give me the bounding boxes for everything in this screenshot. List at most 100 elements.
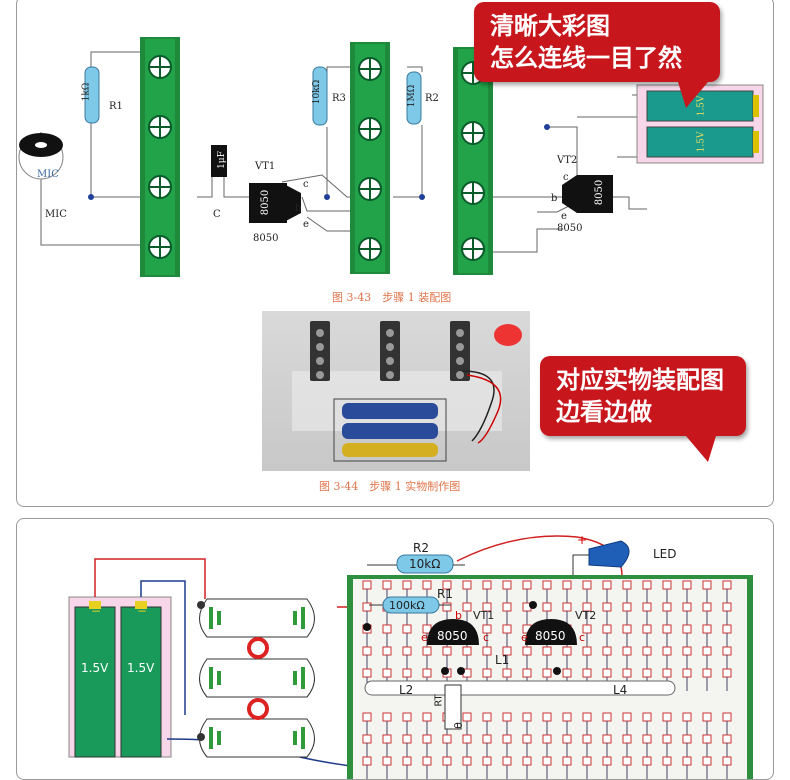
- perfboard-hole: [502, 734, 512, 744]
- perfboard-hole: [622, 734, 632, 744]
- perfboard-hole: [722, 712, 732, 722]
- perfboard-hole: [362, 668, 372, 678]
- perfboard-hole: [682, 712, 692, 722]
- perfboard-hole: [662, 712, 672, 722]
- perfboard-hole: [642, 668, 652, 678]
- capacitor-c: [211, 145, 227, 177]
- perfboard-hole: [582, 712, 592, 722]
- perfboard-hole: [622, 580, 632, 590]
- perfboard-hole: [682, 646, 692, 656]
- perfboard-hole: [562, 646, 572, 656]
- vt2-pin-c: c: [563, 172, 569, 183]
- perfboard-hole: [482, 756, 492, 766]
- perfboard-hole: [682, 602, 692, 612]
- perfboard-hole: [722, 734, 732, 744]
- perfboard-hole: [542, 646, 552, 656]
- perfboard-hole: [382, 734, 392, 744]
- vt1-label: VT1: [255, 161, 276, 172]
- vt2-pin-e: e: [561, 211, 567, 222]
- perfboard-hole: [502, 602, 512, 612]
- transistor-vt1-icon: [249, 183, 301, 223]
- terminal-block-3: [453, 47, 493, 275]
- perfboard-hole: [402, 580, 412, 590]
- perfboard-hole: [622, 756, 632, 766]
- capacitor-label: C: [213, 209, 221, 220]
- perfboard-hole: [462, 602, 472, 612]
- perfboard-hole: [522, 646, 532, 656]
- perfboard-hole: [442, 602, 452, 612]
- bb-pin-b: b: [455, 609, 462, 622]
- perfboard-hole: [502, 580, 512, 590]
- perfboard-hole: [602, 580, 612, 590]
- perfboard-hole: [562, 712, 572, 722]
- perfboard-hole: [642, 712, 652, 722]
- bb-l2-label: L2: [399, 683, 414, 697]
- vt2-label: VT2: [557, 155, 578, 166]
- perfboard-hole: [662, 602, 672, 612]
- perfboard-hole: [542, 602, 552, 612]
- perfboard-hole: [622, 624, 632, 634]
- transistor-vt2-icon: [562, 175, 613, 213]
- figure-3-44-caption: 图 3-44 步骤 1 实物制作图: [319, 480, 461, 493]
- perfboard-hole: [462, 734, 472, 744]
- perfboard-hole: [562, 668, 572, 678]
- vt1-part: 8050: [260, 189, 272, 216]
- perfboard-hole: [622, 646, 632, 656]
- perfboard-hole: [382, 712, 392, 722]
- perfboard-hole: [542, 734, 552, 744]
- r2-value: 1MΩ: [407, 84, 418, 108]
- r2-label: R2: [425, 93, 439, 104]
- callout-top-line-1: 清晰大彩图: [490, 12, 610, 40]
- callout-top-line-2: 怎么连线一目了然: [490, 44, 682, 72]
- perfboard-hole: [602, 602, 612, 612]
- perfboard-hole: [402, 624, 412, 634]
- bb-vt2-label: VT2: [575, 609, 597, 622]
- perfboard-hole: [682, 624, 692, 634]
- breadboard-battery-holder-icon: − −: [68, 596, 172, 758]
- perfboard-hole: [542, 668, 552, 678]
- perfboard-hole: [562, 580, 572, 590]
- perfboard-hole: [602, 712, 612, 722]
- perfboard-hole: [682, 668, 692, 678]
- bb-pin-c: c: [483, 631, 490, 644]
- perfboard-hole: [382, 668, 392, 678]
- perfboard-hole: [462, 756, 472, 766]
- vt1-pin-c: c: [303, 179, 309, 190]
- bb-transistor-vt2-icon: [525, 619, 577, 645]
- bb-r2-value: 10kΩ: [409, 557, 441, 571]
- bb-t2-part: 8050: [535, 629, 566, 643]
- vt1-pin-e: e: [303, 219, 309, 230]
- top-figure-panel: 1kΩ R1 MIC MIC 1μF C VT1 8050 8050 c b e…: [16, 0, 774, 507]
- perfboard-hole: [702, 668, 712, 678]
- perfboard-hole: [662, 624, 672, 634]
- vt1-pin-b: b: [295, 203, 302, 214]
- perfboard-hole: [642, 580, 652, 590]
- callout-mid-line-2: 边看边做: [556, 398, 652, 426]
- bb-r2-label: R2: [413, 541, 429, 555]
- perfboard-hole: [662, 580, 672, 590]
- perfboard-hole: [422, 646, 432, 656]
- perfboard-hole: [402, 646, 412, 656]
- vt2-part-label: 8050: [557, 223, 583, 234]
- perfboard-hole: [662, 668, 672, 678]
- bb-battery-left-label: 1.5V: [81, 661, 109, 675]
- bb-resistor-rt: [444, 684, 462, 730]
- bb-transistor-vt1-icon: [427, 619, 479, 645]
- perfboard-hole: [522, 712, 532, 722]
- perfboard-hole: [362, 712, 372, 722]
- capacitor-value: 1μF: [216, 151, 227, 169]
- terminal-block-1: [140, 37, 180, 277]
- perfboard-hole: [682, 756, 692, 766]
- bb-l4-label: L4: [613, 683, 628, 697]
- perfboard-hole: [662, 734, 672, 744]
- perfboard-hole: [542, 712, 552, 722]
- perfboard-hole: [702, 624, 712, 634]
- perfboard-hole: [482, 734, 492, 744]
- terminal-block-2: [350, 42, 390, 274]
- svg-text:−: −: [91, 604, 101, 618]
- bb-resistor-r2: [396, 554, 454, 574]
- led-icon: [572, 540, 630, 575]
- bb-r1-value: 100kΩ: [389, 599, 425, 612]
- perfboard-hole: [702, 756, 712, 766]
- perfboard-hole: [662, 756, 672, 766]
